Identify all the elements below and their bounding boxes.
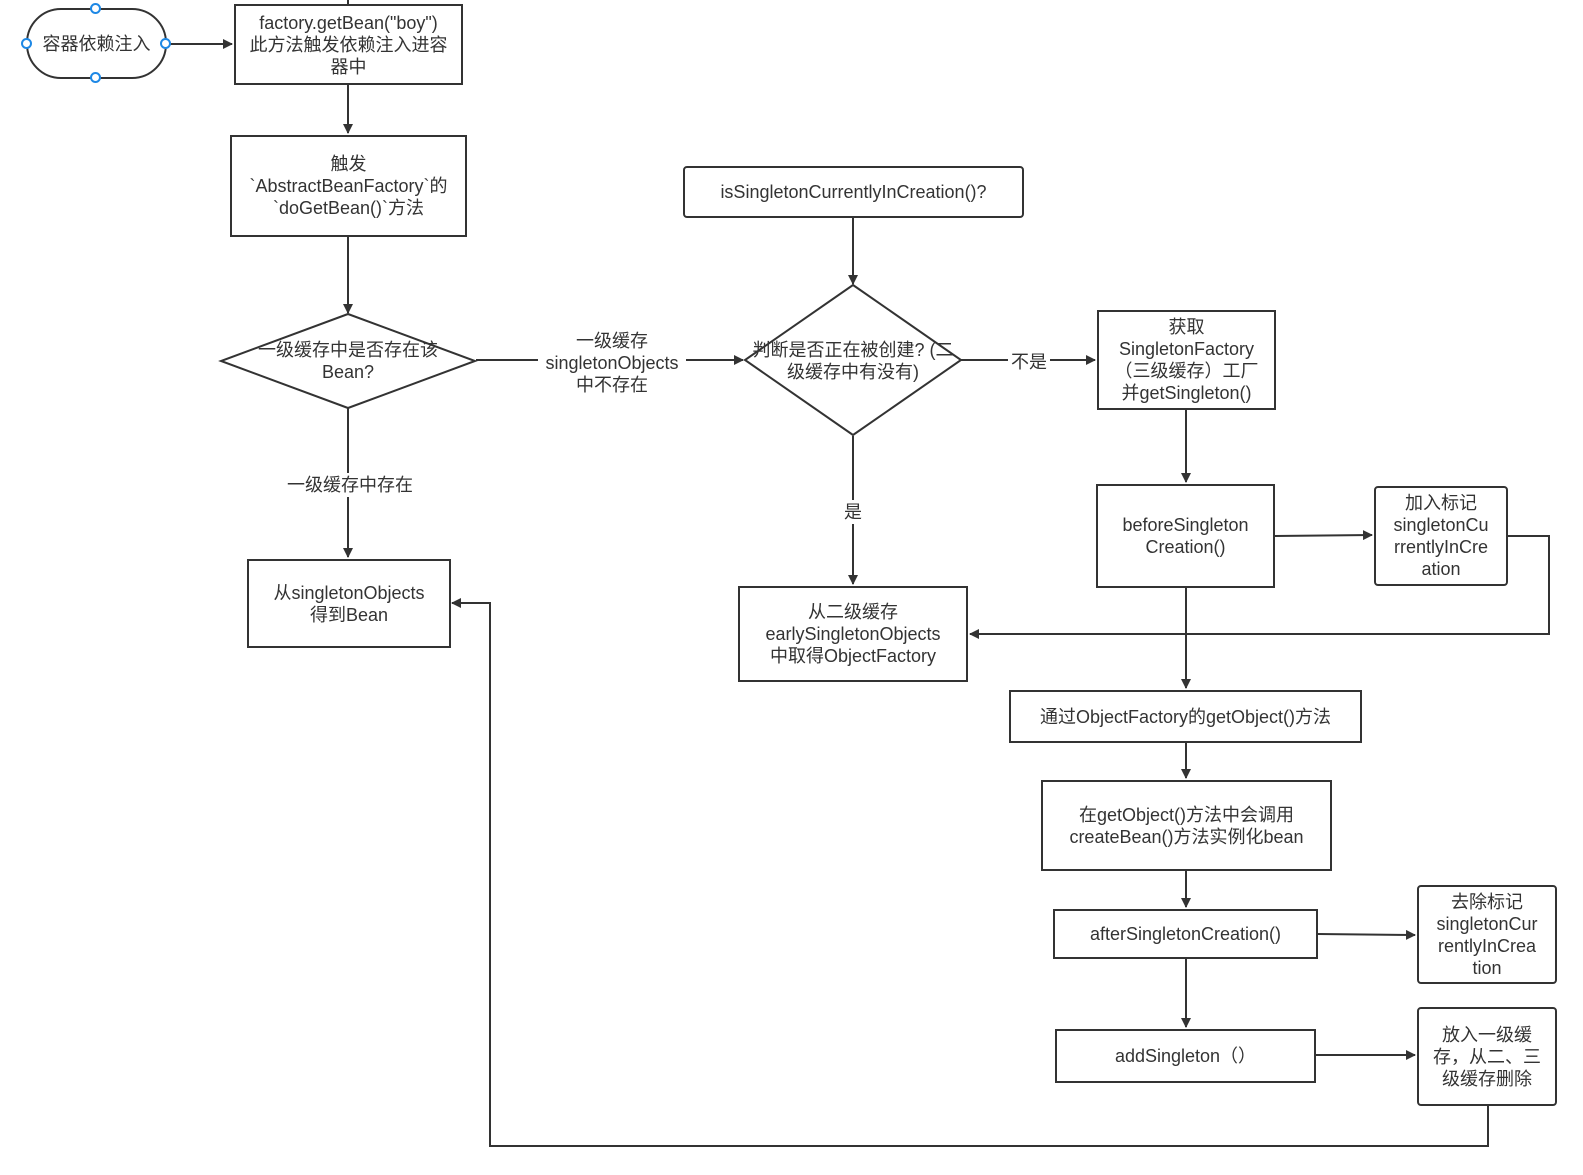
node-add-mark-line: 加入标记 [1405, 493, 1477, 513]
node-after-creation[interactable]: afterSingletonCreation() [1053, 909, 1318, 959]
node-from-l2-line: 中取得ObjectFactory [769, 646, 937, 666]
node-add-mark[interactable]: 加入标记 singletonCu rrentlyInCre ation [1374, 486, 1508, 586]
edge-label-l1-present-text: 一级缓存中存在 [287, 475, 413, 495]
node-from-l2-line: earlySingletonObjects [765, 624, 941, 644]
node-remove-mark-line: singletonCur [1436, 913, 1538, 934]
edge-label-l1-missing-line: 一级缓存 [576, 331, 648, 351]
node-get-factory[interactable]: 获取 SingletonFactory （三级缓存）工厂 并getSinglet… [1097, 310, 1276, 410]
node-from-l2[interactable]: 从二级缓存 earlySingletonObjects 中取得ObjectFac… [738, 586, 968, 682]
node-get-bean[interactable]: factory.getBean("boy") 此方法触发依赖注入进容 器中 [234, 4, 463, 85]
node-put-l1-line: 级缓存删除 [1442, 1068, 1532, 1089]
node-add-singleton[interactable]: addSingleton（） [1055, 1029, 1316, 1083]
node-get-factory-line: 并getSingleton() [1121, 383, 1252, 403]
node-add-mark-line: rrentlyInCre [1393, 537, 1489, 557]
node-get-factory-line: 获取 [1168, 317, 1205, 337]
node-from-l1-line: 得到Bean [309, 604, 389, 625]
node-get-bean-line: factory.getBean("boy") [259, 12, 438, 33]
decision-check-creating-line: 判断是否正在被创建? [752, 340, 925, 360]
edge-after-to-removemark [1317, 929, 1416, 940]
edge-label-l1-missing-line: 中不存在 [576, 375, 648, 395]
node-remove-mark-line: rentlyInCrea [1437, 935, 1537, 956]
node-put-l1[interactable]: 放入一级缓 存，从二、三 级缓存删除 [1417, 1007, 1557, 1106]
node-after-creation-text: afterSingletonCreation() [1089, 924, 1282, 944]
edge-label-is-creating: 是 [841, 500, 865, 524]
node-do-get-bean-line: 触发 [330, 154, 367, 174]
decision-check-creating-shape [743, 283, 963, 437]
node-before-creation-line: beforeSingleton [1122, 515, 1249, 535]
decision-check-l1-shape [218, 312, 478, 410]
node-remove-mark-line: tion [1472, 957, 1502, 978]
node-get-object[interactable]: 通过ObjectFactory的getObject()方法 [1009, 690, 1362, 743]
edge-label-l1-present: 一级缓存中存在 [284, 473, 416, 497]
node-create-bean-line: 在getObject()方法中会调用 [1078, 804, 1295, 825]
decision-check-creating[interactable]: 判断是否正在被创建? (二级缓存中有没有) [752, 330, 954, 392]
node-get-bean-line: 此方法触发依赖注入进容 [249, 34, 448, 55]
edge-putl1-to-froml1 [451, 598, 1489, 1147]
start-label-text: 容器依赖注入 [42, 33, 151, 54]
node-get-bean-line: 器中 [330, 56, 367, 77]
node-remove-mark[interactable]: 去除标记 singletonCur rentlyInCrea tion [1417, 885, 1557, 984]
node-before-creation[interactable]: beforeSingleton Creation() [1096, 484, 1275, 588]
decision-check-l1-line: Bean? [321, 362, 375, 382]
edge-label-l1-missing-line: singletonObjects [545, 353, 679, 373]
resize-handle-right[interactable] [160, 38, 171, 49]
node-before-creation-line: Creation() [1145, 537, 1226, 557]
edge-label-l1-missing: 一级缓存 singletonObjects 中不存在 [538, 329, 686, 397]
edge-label-not-creating-text: 不是 [1011, 352, 1047, 372]
node-add-mark-line: ation [1421, 559, 1461, 579]
node-put-l1-line: 放入一级缓 [1442, 1024, 1532, 1045]
decision-check-l1[interactable]: 一级缓存中是否存在该 Bean? [240, 330, 456, 392]
node-create-bean[interactable]: 在getObject()方法中会调用 createBean()方法实例化bean [1041, 780, 1332, 871]
node-is-creating-text: isSingletonCurrentlyInCreation()? [720, 182, 987, 202]
node-do-get-bean-line: `AbstractBeanFactory`的 [249, 176, 448, 196]
node-get-object-text: 通过ObjectFactory的getObject()方法 [1039, 706, 1332, 727]
edge-label-not-creating: 不是 [1008, 350, 1050, 374]
edge-before-to-addmark [1274, 530, 1373, 541]
node-get-factory-line: （三级缓存）工厂 [1114, 361, 1259, 381]
edge-label-is-creating-text: 是 [844, 502, 862, 522]
node-from-l2-line: 从二级缓存 [807, 602, 898, 622]
node-from-l1-line: 从singletonObjects [273, 582, 425, 603]
node-from-l1[interactable]: 从singletonObjects 得到Bean [247, 559, 451, 648]
node-do-get-bean[interactable]: 触发 `AbstractBeanFactory`的 `doGetBean()`方… [230, 135, 467, 237]
decision-check-l1-line: 一级缓存中是否存在该 [258, 340, 438, 360]
resize-handle-left[interactable] [21, 38, 32, 49]
node-put-l1-line: 存，从二、三 [1433, 1046, 1541, 1067]
decision-check-creating-line: (二级缓存中有没有) [787, 340, 954, 382]
node-is-creating[interactable]: isSingletonCurrentlyInCreation()? [683, 166, 1024, 218]
edge-addmark-to-froml2 [969, 535, 1550, 639]
resize-handle-top[interactable] [90, 3, 101, 14]
node-get-factory-line: SingletonFactory [1118, 339, 1255, 359]
node-do-get-bean-line: `doGetBean()`方法 [272, 198, 425, 218]
node-add-mark-line: singletonCu [1393, 515, 1489, 535]
node-add-singleton-text: addSingleton（） [1114, 1046, 1257, 1066]
node-create-bean-line: createBean()方法实例化bean [1069, 826, 1304, 847]
node-remove-mark-line: 去除标记 [1451, 891, 1523, 912]
start-label[interactable]: 容器依赖注入 [27, 9, 166, 78]
resize-handle-bottom[interactable] [90, 72, 101, 83]
